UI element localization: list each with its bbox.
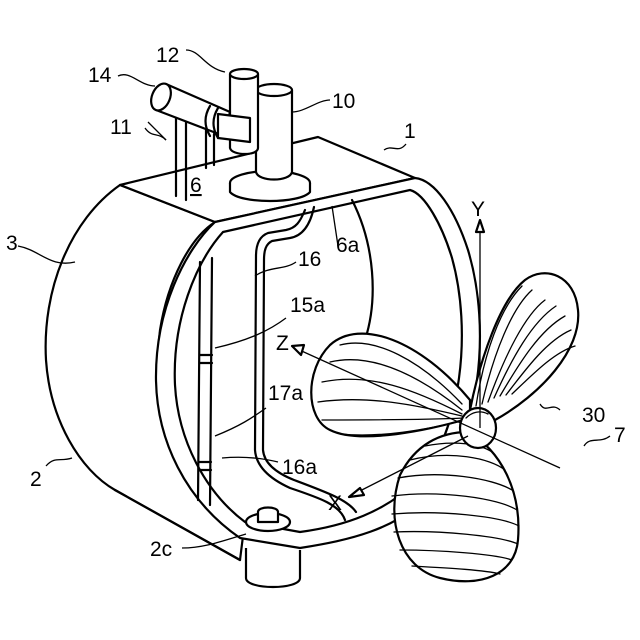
label-15a: 15a (290, 294, 325, 317)
label-6a: 6a (336, 234, 360, 257)
flange-10-side (230, 183, 310, 201)
coupling-block (218, 114, 250, 142)
label-14: 14 (88, 64, 112, 87)
label-1: 1 (404, 120, 416, 143)
label-2c: 2c (150, 538, 172, 561)
label-7: 7 (614, 424, 626, 447)
label-3: 3 (6, 232, 18, 255)
label-axis-z: Z (276, 332, 289, 355)
axis-y-arrow (476, 220, 484, 232)
pipe-10-top (256, 84, 292, 96)
label-10: 10 (332, 90, 355, 113)
bottom-shaft (246, 548, 300, 587)
label-6: 6 (190, 174, 202, 197)
label-30: 30 (582, 404, 605, 427)
pipe-12-top (230, 69, 258, 79)
label-2: 2 (30, 468, 42, 491)
blade-upper (470, 273, 578, 420)
label-axis-y: Y (471, 198, 485, 221)
bottom-fitting-knob (258, 508, 278, 523)
propeller-hub (460, 408, 496, 448)
pipe-10 (256, 90, 292, 180)
blade-lower (394, 432, 518, 581)
label-11: 11 (110, 116, 132, 139)
label-16a: 16a (282, 456, 317, 479)
label-12: 12 (156, 44, 179, 67)
label-axis-x: X (328, 492, 342, 515)
label-17a: 17a (268, 382, 303, 405)
label-16: 16 (298, 248, 321, 271)
